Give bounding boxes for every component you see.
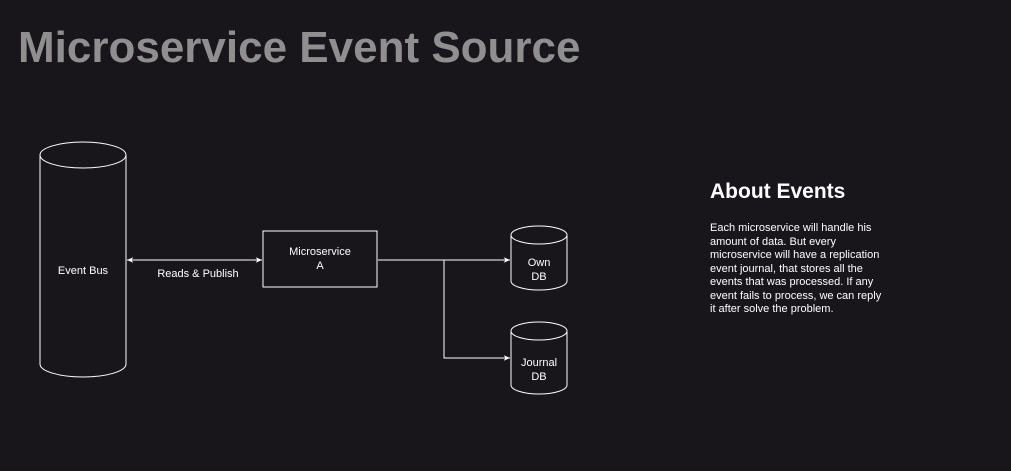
microservice-a-box[interactable] (262, 230, 378, 288)
own-db-label: Own DB (511, 250, 567, 290)
own-db-cylinder[interactable] (510, 225, 568, 291)
page-title: Microservice Event Source (18, 23, 581, 72)
microservice-a-label: Microservice A (263, 231, 377, 287)
journal-db-label-line2: DB (531, 371, 547, 383)
event-bus-label-text: Event Bus (57, 265, 109, 277)
about-heading: About Events (710, 180, 846, 203)
event-bus-label: Event Bus (40, 262, 126, 280)
journal-db-label-line1: Journal (520, 357, 558, 369)
edge-microservice-journaldb (443, 260, 510, 361)
edge-label-reads-publish: Reads & Publish (148, 267, 248, 281)
journal-db-cylinder[interactable] (510, 321, 568, 395)
about-text: Each microservice will handle his amount… (710, 222, 882, 315)
own-db-label-line1: Own (527, 257, 551, 269)
journal-db-label: Journal DB (511, 350, 567, 390)
own-db-label-line2: DB (531, 271, 547, 283)
microservice-a-label-line2: A (316, 260, 324, 272)
event-bus-cylinder[interactable] (39, 141, 127, 378)
microservice-a-label-line1: Microservice (289, 246, 351, 258)
